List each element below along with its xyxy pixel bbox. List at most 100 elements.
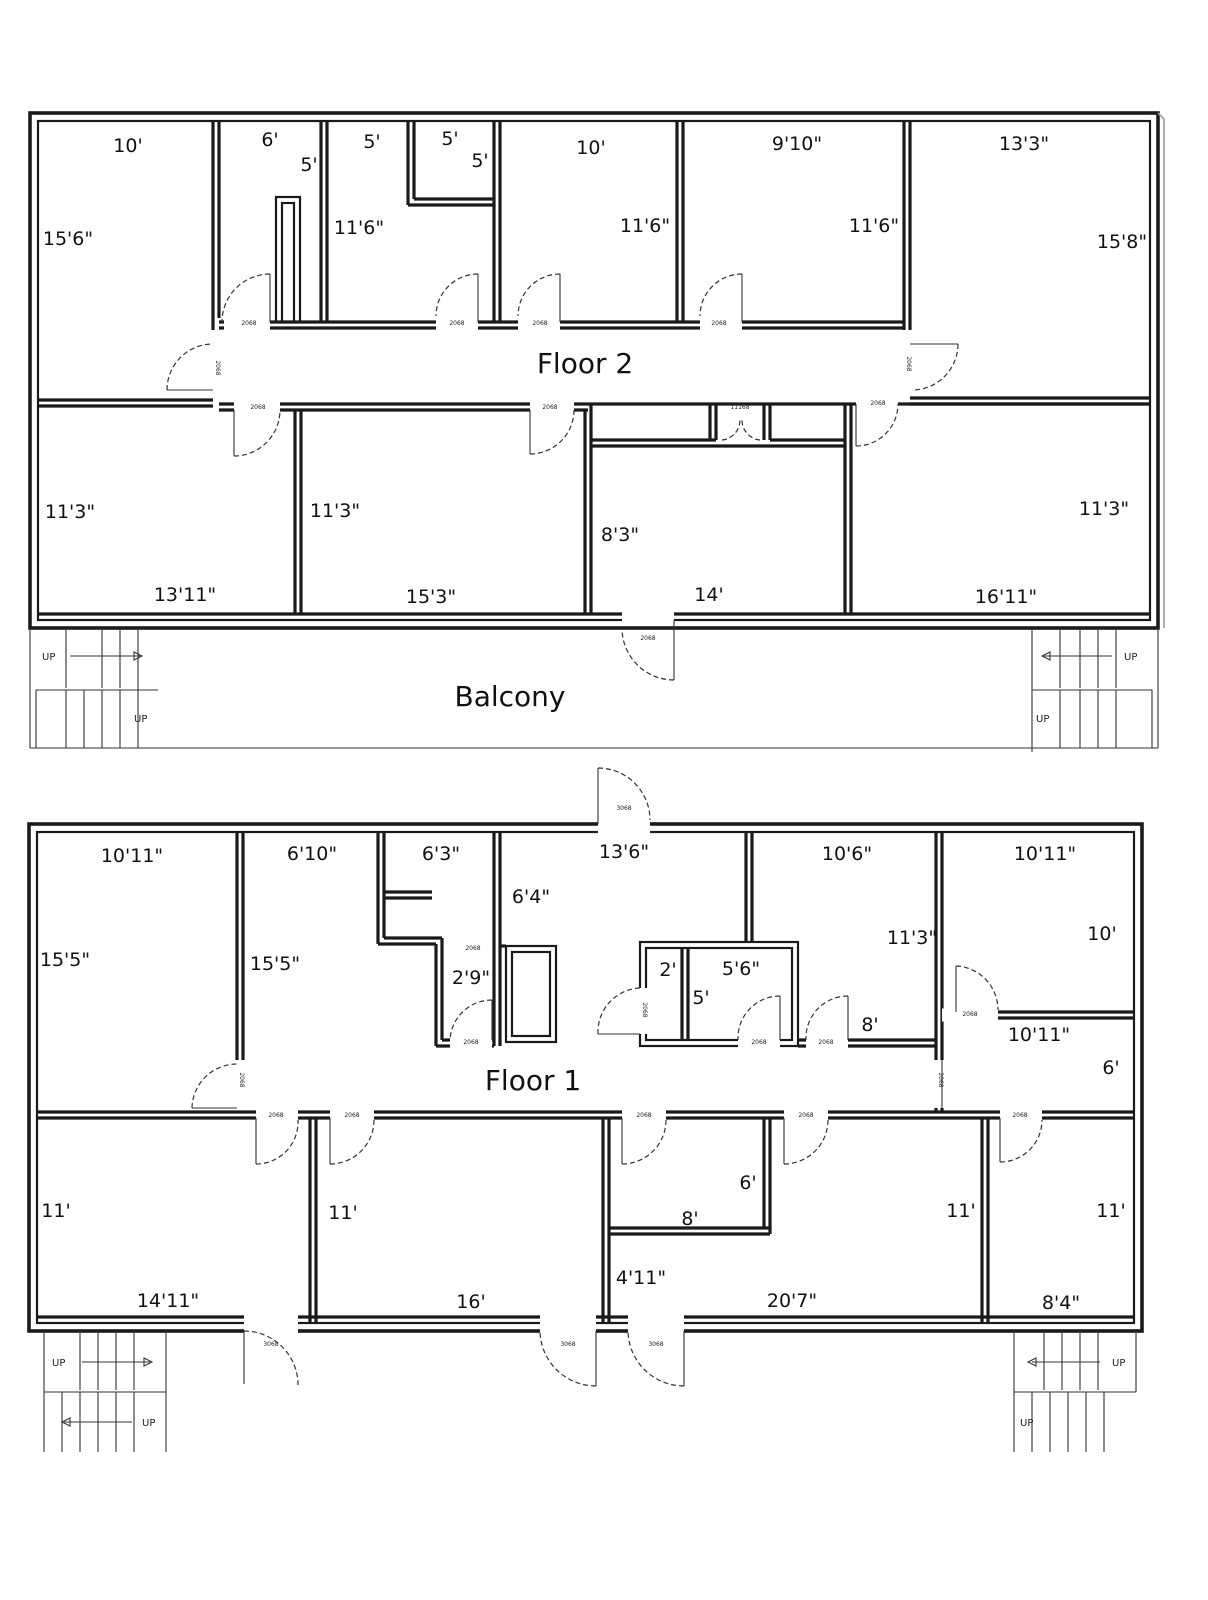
floor-2-doors <box>166 273 959 681</box>
dimension-label: 5'6" <box>722 958 760 980</box>
stair-up-label: UP <box>142 1418 155 1429</box>
dimension-label: 5' <box>363 131 380 153</box>
dimension-label: 10' <box>113 135 142 157</box>
floor-2-stairs-left <box>65 628 144 748</box>
dimension-label: 15'8" <box>1097 231 1147 253</box>
floor-2-inner-wall <box>36 119 1152 622</box>
dimension-label: 5' <box>692 987 709 1009</box>
stair-up-label: UP <box>52 1358 65 1369</box>
door-tag: 3068 <box>648 1341 663 1348</box>
dimension-label: 14' <box>694 584 723 606</box>
stair-up-label: UP <box>1112 1358 1125 1369</box>
dimension-label: 11'3" <box>45 501 95 523</box>
dimension-label: 10'11" <box>1014 843 1076 865</box>
floor-1-outer-wall <box>27 822 1144 1333</box>
door-tag: 2068 <box>241 320 256 327</box>
dimension-label: 8' <box>681 1208 698 1230</box>
stair-up-label: UP <box>1124 652 1137 663</box>
dimension-label: 13'6" <box>599 841 649 863</box>
door-tag: 2068 <box>798 1112 813 1119</box>
door-tag: 2068 <box>641 1002 648 1017</box>
door-tag: 2068 <box>711 320 726 327</box>
dimension-label: 15'5" <box>250 953 300 975</box>
dimension-label: 13'3" <box>999 133 1049 155</box>
dimension-label: 8'4" <box>1042 1292 1080 1314</box>
balcony <box>29 628 1159 752</box>
door-tag: 2068 <box>870 400 885 407</box>
floor-1-stairs-right <box>1013 1331 1137 1452</box>
dimension-label: 11' <box>41 1200 70 1222</box>
door-tag: 2068 <box>449 320 464 327</box>
door-tag: 2068 <box>937 1072 944 1087</box>
floor-1-stairs-left <box>43 1331 167 1452</box>
dimension-label: 11'6" <box>620 215 670 237</box>
dimension-label: 11'6" <box>849 215 899 237</box>
door-tag: 2068 <box>542 404 557 411</box>
floor-2-outer-wall <box>28 111 1160 630</box>
floor-1-inner-wall <box>35 830 1136 1325</box>
door-tag: 3068 <box>263 1341 278 1348</box>
dimension-label: 2'9" <box>452 967 490 989</box>
door-tag: 2068 <box>532 320 547 327</box>
dimension-label: 11'6" <box>334 217 384 239</box>
floor-2-labels: Floor 2 10' 15'6" 6' 5' 5' 11'6" 5' 5' 1… <box>43 128 1147 642</box>
door-tag: 2068 <box>636 1112 651 1119</box>
stair-up-label: UP <box>42 652 55 663</box>
floor-1-doors <box>191 767 1043 1387</box>
door-tag: 2068 <box>751 1039 766 1046</box>
dimension-label: 6'10" <box>287 843 337 865</box>
door-tag: 3068 <box>560 1341 575 1348</box>
dimension-label: 11'3" <box>310 500 360 522</box>
dimension-label: 11' <box>328 1202 357 1224</box>
dimension-label: 6' <box>739 1172 756 1194</box>
floor-1-labels: Floor 1 10'11" 15'5" 6'10" 15'5" 6'3" 2'… <box>40 805 1126 1429</box>
balcony-title: Balcony <box>455 680 566 713</box>
dimension-label: 15'3" <box>406 586 456 608</box>
floor-1-title: Floor 1 <box>485 1064 581 1097</box>
dimension-label: 13'11" <box>154 584 216 606</box>
dimension-label: 16' <box>456 1291 485 1313</box>
dimension-label: 2' <box>659 959 676 981</box>
floor-2-stairs-right <box>1040 628 1117 748</box>
door-tag: 2068 <box>268 1112 283 1119</box>
dimension-label: 5' <box>300 154 317 176</box>
dimension-label: 11' <box>1096 1200 1125 1222</box>
floor-2 <box>28 111 1165 681</box>
door-tag: 2068 <box>640 635 655 642</box>
dimension-label: 10'6" <box>822 843 872 865</box>
door-tag: 2068 <box>818 1039 833 1046</box>
dimension-label: 10' <box>1087 923 1116 945</box>
dimension-label: 6' <box>1102 1057 1119 1079</box>
door-tag: 2068 <box>962 1011 977 1018</box>
floor-2-title: Floor 2 <box>537 347 633 380</box>
floor-1 <box>27 767 1144 1452</box>
door-tag: 2068 <box>214 360 221 375</box>
stair-up-label: UP <box>1036 714 1049 725</box>
dimension-label: 16'11" <box>975 586 1037 608</box>
stair-up-label: UP <box>134 714 147 725</box>
dimension-label: 15'5" <box>40 949 90 971</box>
dimension-label: 10' <box>576 137 605 159</box>
dimension-label: 10'11" <box>101 845 163 867</box>
dimension-label: 11' <box>946 1200 975 1222</box>
door-tag: 2068 <box>250 404 265 411</box>
dimension-label: 10'11" <box>1008 1024 1070 1046</box>
dimension-label: 5' <box>471 150 488 172</box>
dimension-label: 9'10" <box>772 133 822 155</box>
dimension-label: 15'6" <box>43 228 93 250</box>
dimension-label: 6'4" <box>512 886 550 908</box>
dimension-label: 6'3" <box>422 843 460 865</box>
door-tag: 2068 <box>463 1039 478 1046</box>
door-tag: 2068 <box>238 1072 245 1087</box>
dimension-label: 20'7" <box>767 1290 817 1312</box>
dimension-label: 8'3" <box>601 524 639 546</box>
stair-up-label: UP <box>1020 1418 1033 1429</box>
dimension-label: 4'11" <box>616 1267 666 1289</box>
dimension-label: 11'3" <box>1079 498 1129 520</box>
dimension-label: 14'11" <box>137 1290 199 1312</box>
dimension-label: 8' <box>861 1014 878 1036</box>
dimension-label: 5' <box>441 128 458 150</box>
door-tag: 11168 <box>730 404 749 411</box>
dimension-label: 11'3" <box>887 927 937 949</box>
